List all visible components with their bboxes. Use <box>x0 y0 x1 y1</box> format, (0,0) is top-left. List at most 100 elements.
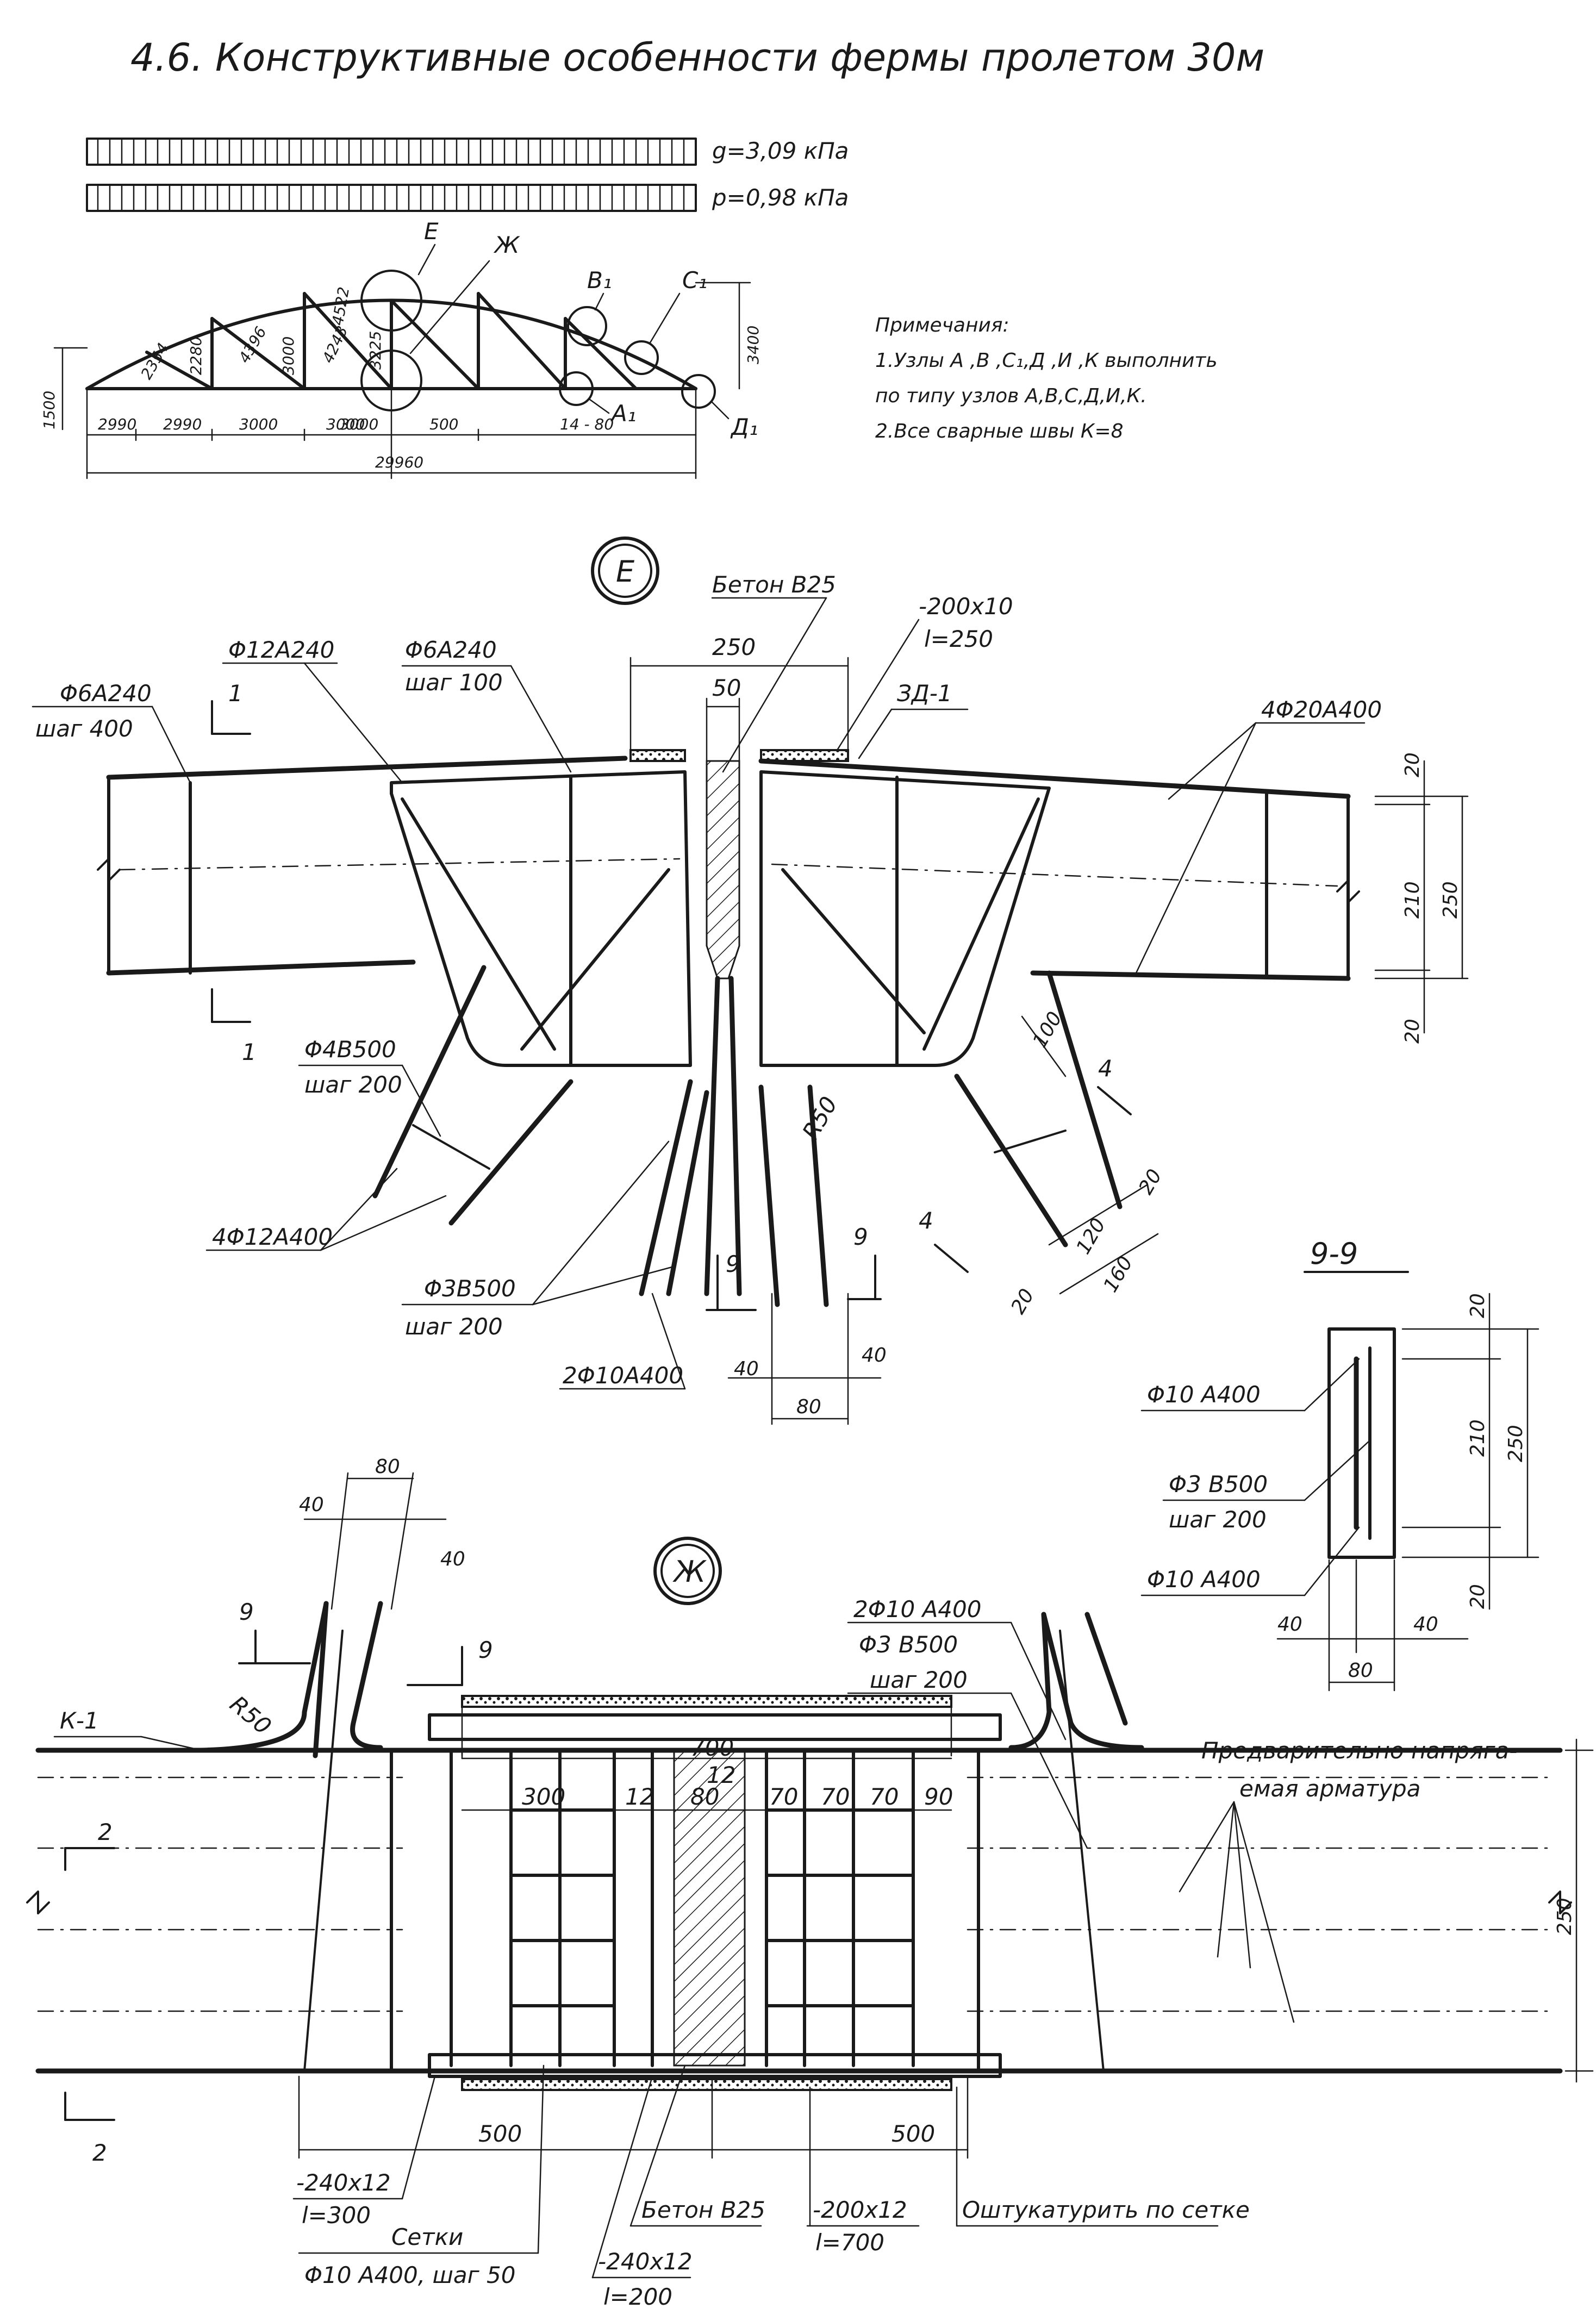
section-9-9: 9-9 Φ10 А400 Φ3 В500 шаг 200 Φ10 А400 20… <box>1140 1237 1539 1692</box>
s99-dim-h-40a: 40 <box>1277 1613 1302 1636</box>
e-radius: R50 <box>797 1092 843 1144</box>
zh-cut2-bottom: 2 <box>92 2139 107 2166</box>
zh-k1: К-1 <box>60 1707 99 1734</box>
load-p-label: p=0,98 кПа <box>712 184 849 211</box>
s99-dim-v-20b: 20 <box>1467 1584 1489 1609</box>
section99-rect <box>1327 1327 1396 1559</box>
zh-dim-500a: 500 <box>478 2120 522 2147</box>
panel-1: 2990 <box>98 415 136 433</box>
e-rebar-f: Φ3В500 <box>424 1275 516 1302</box>
zh-dim-top-40a: 40 <box>299 1494 324 1516</box>
zh-rebar-2: Φ3 В500 <box>859 1631 958 1658</box>
s99-rebar-3: Φ10 А400 <box>1147 1566 1261 1593</box>
notes-line3: 2.Все сварные швы К=8 <box>875 420 1124 442</box>
node-e-marker-circle <box>591 536 659 605</box>
s99-rebar-2: Φ3 В500 <box>1169 1471 1268 1498</box>
panel-5: 3000 <box>340 415 378 433</box>
concrete-b25-zh <box>673 1749 746 2067</box>
node-label-zh: Ж <box>493 232 520 258</box>
zh-mesh-2: Φ10 А400, шаг 50 <box>304 2262 515 2288</box>
zh-concrete: Бетон В25 <box>641 2197 765 2223</box>
dim-50: 50 <box>712 675 741 701</box>
panel-4: 3000 <box>326 415 365 433</box>
e-rebar-c-step: шаг 400 <box>35 715 133 742</box>
zh-row-90: 90 <box>924 1783 953 1810</box>
plate-right <box>760 749 849 762</box>
e-rebar-top-right: 4Φ20А400 <box>1261 696 1382 723</box>
node-label-c1: С₁ <box>682 267 707 294</box>
zh-plate-3-len: l=200 <box>603 2283 672 2310</box>
panel-6: 500 <box>429 415 458 433</box>
notes-line1: 1.Узлы А ,В ,С₁,Д ,И ,К выполнить <box>875 350 1218 372</box>
zh-plaster: Оштукатурить по сетке <box>962 2197 1250 2223</box>
load-bar-g <box>86 138 697 166</box>
top-chord-right-bottom <box>1030 970 1351 981</box>
panel-3: 3000 <box>239 415 278 433</box>
e-rebar-b: Φ6А240 <box>405 637 497 663</box>
node-e-circle <box>360 270 422 332</box>
node-zh-marker: Ж <box>672 1555 707 1589</box>
e-cut4-top: 4 <box>1098 1055 1113 1082</box>
s99-dim-v-20a: 20 <box>1467 1293 1489 1318</box>
e-cut4-bottom: 4 <box>919 1207 933 1234</box>
e-cut9-right: 9 <box>853 1224 868 1250</box>
load-g-label: g=3,09 кПа <box>712 138 849 164</box>
zh-plate-1: -240x12 <box>296 2169 391 2196</box>
e-dim-80: 80 <box>796 1396 821 1418</box>
e-plate-label: -200x10 <box>919 593 1013 620</box>
notes: Примечания: 1.Узлы А ,В ,С₁,Д ,И ,К выпо… <box>875 314 1218 442</box>
e-right-dim-210: 210 <box>1401 881 1424 919</box>
concrete-b25 <box>706 760 740 979</box>
zh-row-300: 300 <box>522 1783 565 1810</box>
sheet-title: 4.6. Конструктивные особенности фермы пр… <box>130 35 1264 80</box>
node-label-b1: B₁ <box>587 267 612 294</box>
e-right-dim-20a: 20 <box>1401 752 1424 777</box>
zh-dim-12-top: 12 <box>707 1762 735 1788</box>
zh-prestress-1: Предварительно напряга- <box>1201 1737 1518 1764</box>
s99-dim-v-210: 210 <box>1467 1419 1489 1457</box>
zh-dim-250: 250 <box>1554 1898 1576 1935</box>
e-rebar-c: Φ6А240 <box>60 680 152 707</box>
load-bar-p <box>86 184 697 212</box>
zh-cut2-top: 2 <box>98 1819 113 1845</box>
section99-title: 9-9 <box>1310 1237 1358 1271</box>
node-d1-circle <box>681 374 716 409</box>
e-zd-label: ЗД-1 <box>897 680 952 707</box>
node-c1-circle <box>624 340 659 375</box>
top-chord-right-top <box>758 758 1351 799</box>
e-dim-20b: 20 <box>1007 1285 1038 1318</box>
node-label-a1: A₁ <box>610 400 637 427</box>
member-len-4: 3000 <box>279 336 297 375</box>
member-len-7: 4522 <box>328 285 353 327</box>
node-label-e: Е <box>424 218 439 245</box>
zh-prestress-2: емая арматура <box>1239 1775 1420 1802</box>
e-plate-len: l=250 <box>924 626 993 652</box>
s99-dim-v-250: 250 <box>1505 1425 1527 1462</box>
s99-rebar-2-step: шаг 200 <box>1169 1506 1267 1533</box>
plate-top <box>461 1695 952 1708</box>
panel-2: 2990 <box>163 415 202 433</box>
plate-bottom <box>461 2078 952 2091</box>
truss-scheme: Е Ж B₁ С₁ A₁ Д₁ 2354 2280 4396 3000 4243… <box>40 218 762 479</box>
node-label-d1: Д₁ <box>730 414 758 440</box>
span-label: 29960 <box>375 453 423 471</box>
zh-plate-1-len: l=300 <box>302 2202 371 2229</box>
e-right-dim-250: 250 <box>1439 881 1462 919</box>
zh-mesh-1: Сетки <box>391 2224 463 2250</box>
e-right-dim-20b: 20 <box>1401 1019 1424 1044</box>
e-rebar-d-step: шаг 200 <box>304 1071 402 1098</box>
load-bars: g=3,09 кПа p=0,98 кПа <box>86 138 849 212</box>
zh-plate-2: -200x12 <box>813 2197 907 2223</box>
e-rebar-f-step: шаг 200 <box>405 1313 503 1340</box>
zh-plate-2-len: l=700 <box>815 2229 884 2256</box>
top-chord-left-top <box>106 756 628 780</box>
zh-row-70b: 70 <box>821 1783 850 1810</box>
web-members <box>145 292 638 390</box>
e-cut1-top: 1 <box>228 680 243 707</box>
member-len-2: 2280 <box>187 336 205 375</box>
member-len-5: 4243 <box>319 323 351 366</box>
top-chord-left-bottom <box>106 959 416 976</box>
node-e-detail: Е <box>32 536 1469 1425</box>
e-dim-20a: 20 <box>1134 1165 1166 1198</box>
dim-250-top: 250 <box>712 634 756 660</box>
